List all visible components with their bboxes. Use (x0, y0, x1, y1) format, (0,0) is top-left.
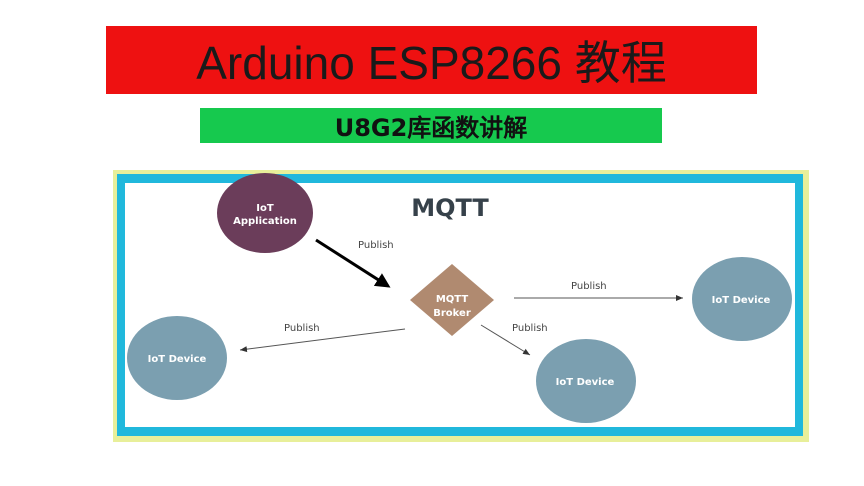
edge-label: Publish (512, 323, 548, 334)
svg-text:IoT Device: IoT Device (148, 354, 207, 365)
mqtt-broker-node: MQTT Broker (410, 264, 494, 336)
svg-text:IoT Device: IoT Device (556, 377, 615, 388)
svg-text:Application: Application (233, 216, 297, 227)
svg-text:IoT Device: IoT Device (712, 295, 771, 306)
arrow-broker-to-left-device (239, 328, 406, 353)
svg-text:MQTT: MQTT (436, 294, 469, 305)
edge-label: Publish (358, 240, 394, 251)
arrow-broker-to-bottom-device (480, 324, 531, 356)
diagram-title: MQTT (411, 194, 489, 222)
svg-text:Broker: Broker (433, 308, 471, 319)
iot-device-bottom: IoT Device (536, 339, 636, 423)
iot-device-left: IoT Device (127, 316, 227, 400)
iot-device-right: IoT Device (692, 257, 792, 341)
arrow-app-to-broker (315, 238, 391, 288)
iot-application-node: IoT Application (217, 173, 313, 253)
svg-text:IoT: IoT (256, 203, 274, 214)
page-title: Arduino ESP8266 教程 (106, 26, 757, 94)
edge-label: Publish (284, 323, 320, 334)
edge-label: Publish (571, 281, 607, 292)
page-subtitle: U8G2库函数讲解 (200, 108, 662, 143)
